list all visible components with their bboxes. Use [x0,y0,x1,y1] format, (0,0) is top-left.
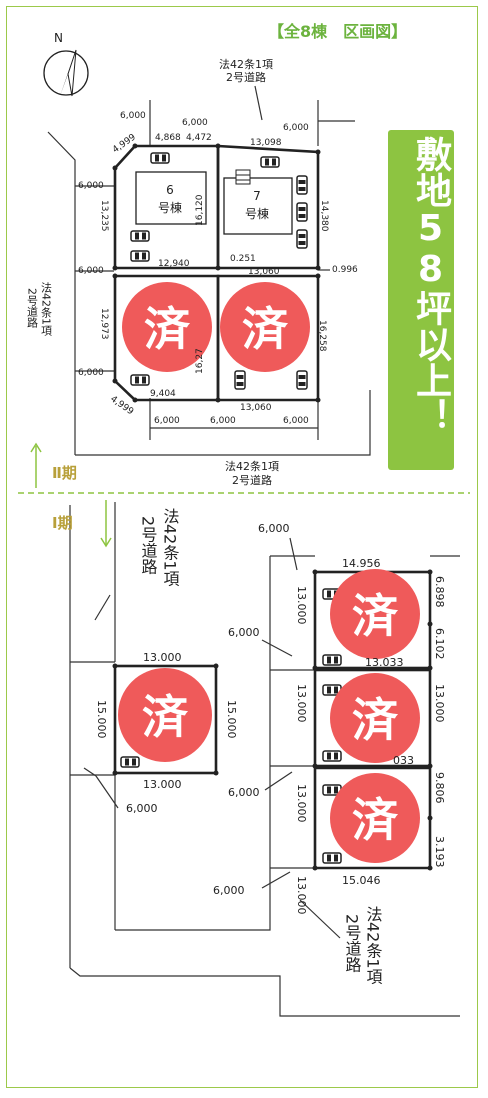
svg-text:13.000: 13.000 [295,684,308,723]
svg-text:6,000: 6,000 [126,802,158,815]
svg-text:済: 済 [144,302,191,356]
svg-text:済: 済 [352,793,399,847]
road-labels: 法42条1項 2号道路 法42条1項 2号道路 法42条1項 2号道路 法42条… [26,57,383,985]
house-7 [223,177,293,235]
svg-text:14.956: 14.956 [342,557,381,570]
svg-text:済: 済 [242,302,289,356]
svg-text:6,000: 6,000 [182,118,208,128]
phase2-vertices [112,143,321,403]
svg-text:15.000: 15.000 [225,700,238,739]
house-6-number: 6 [166,183,174,197]
road-top-line2: 2号道路 [226,70,266,84]
sold-mark-2: 済 [220,282,310,372]
road-left-v2: 2号道路 [26,288,39,329]
svg-text:6.102: 6.102 [433,628,446,660]
svg-text:6,000: 6,000 [283,416,309,426]
phase1-roads [69,502,460,1017]
svg-text:13,060: 13,060 [248,267,280,277]
svg-text:9.806: 9.806 [433,772,446,804]
house-7-label: 号棟 [245,206,269,221]
road-bottom-line2: 2号道路 [232,473,272,487]
road-lower-right-v2: 2号道路 [343,914,362,972]
svg-text:6,000: 6,000 [154,416,180,426]
svg-text:済: 済 [352,693,399,747]
phase2-lots [113,144,320,402]
road-lower-left-v1: 法42条1項 [161,508,180,587]
svg-text:9,404: 9,404 [150,389,176,399]
svg-text:6,000: 6,000 [283,123,309,133]
svg-text:16,27: 16,27 [195,348,205,374]
svg-text:0.996: 0.996 [332,265,358,275]
svg-text:16,120: 16,120 [195,194,205,226]
svg-text:6,000: 6,000 [258,522,290,535]
svg-text:13.000: 13.000 [143,778,182,791]
svg-text:15.046: 15.046 [342,874,381,887]
svg-text:13,060: 13,060 [240,403,272,413]
svg-text:16,258: 16,258 [317,320,327,352]
phase-2-label: Ⅱ期 [52,464,77,482]
site-area-banner-text: 敷地58坪以上！ [410,136,451,434]
sold-mark-3: 済 [118,668,212,762]
svg-text:0.251: 0.251 [230,254,256,264]
svg-text:15.000: 15.000 [95,700,108,739]
svg-text:13,098: 13,098 [250,138,282,148]
svg-text:3.193: 3.193 [433,836,446,868]
svg-text:済: 済 [142,690,189,744]
svg-text:13.000: 13.000 [295,784,308,823]
phase2-roads [47,85,371,456]
house-7-number: 7 [253,189,261,203]
stair-icon [235,169,251,185]
svg-text:033: 033 [393,754,414,767]
svg-text:12,940: 12,940 [158,259,190,269]
phase1-vertices [112,569,433,871]
svg-text:6,000: 6,000 [228,786,260,799]
sold-marks: 済 済 済 済 済 済 [118,282,420,863]
house-6-label: 号棟 [158,200,182,215]
site-area-banner: 敷地58坪以上！ [388,130,454,470]
svg-text:13.033: 13.033 [365,656,404,669]
sold-mark-1: 済 [122,282,212,372]
road-left-v1: 法42条1項 [40,281,53,337]
svg-text:13.000: 13.000 [295,586,308,625]
north-label: N [54,31,63,45]
svg-text:6,000: 6,000 [210,416,236,426]
svg-text:6,000: 6,000 [78,181,104,191]
svg-text:済: 済 [352,589,399,643]
road-lower-right-v1: 法42条1項 [364,906,383,985]
svg-text:14,380: 14,380 [319,200,329,232]
page-title: 【全8棟 区画図】 [268,22,408,41]
svg-text:13,235: 13,235 [99,200,109,232]
svg-text:6,000: 6,000 [228,626,260,639]
svg-text:4,472: 4,472 [186,133,212,143]
sold-mark-4: 済 [330,569,420,659]
svg-text:6,000: 6,000 [213,884,245,897]
svg-text:13.000: 13.000 [143,651,182,664]
north-arrow-icon: N [43,31,89,97]
svg-text:13.000: 13.000 [295,876,308,915]
phase-1-label: Ⅰ期 [52,514,73,532]
svg-text:4,868: 4,868 [155,133,181,143]
sold-mark-5: 済 [330,673,420,763]
svg-text:6,000: 6,000 [120,111,146,121]
sold-mark-6: 済 [330,773,420,863]
svg-text:13.000: 13.000 [433,684,446,723]
svg-text:6.898: 6.898 [433,576,446,608]
svg-text:6,000: 6,000 [78,368,104,378]
house-6 [135,171,207,225]
road-lower-left-v2: 2号道路 [139,516,158,574]
dimension-labels: 6,000 6,000 6,000 4,999 4,868 4,472 13,0… [78,111,446,915]
svg-text:6,000: 6,000 [78,266,104,276]
road-top-line1: 法42条1項 [219,57,273,71]
svg-text:12,973: 12,973 [99,308,109,340]
road-bottom-line1: 法42条1項 [225,459,279,473]
page-frame [6,6,478,1088]
